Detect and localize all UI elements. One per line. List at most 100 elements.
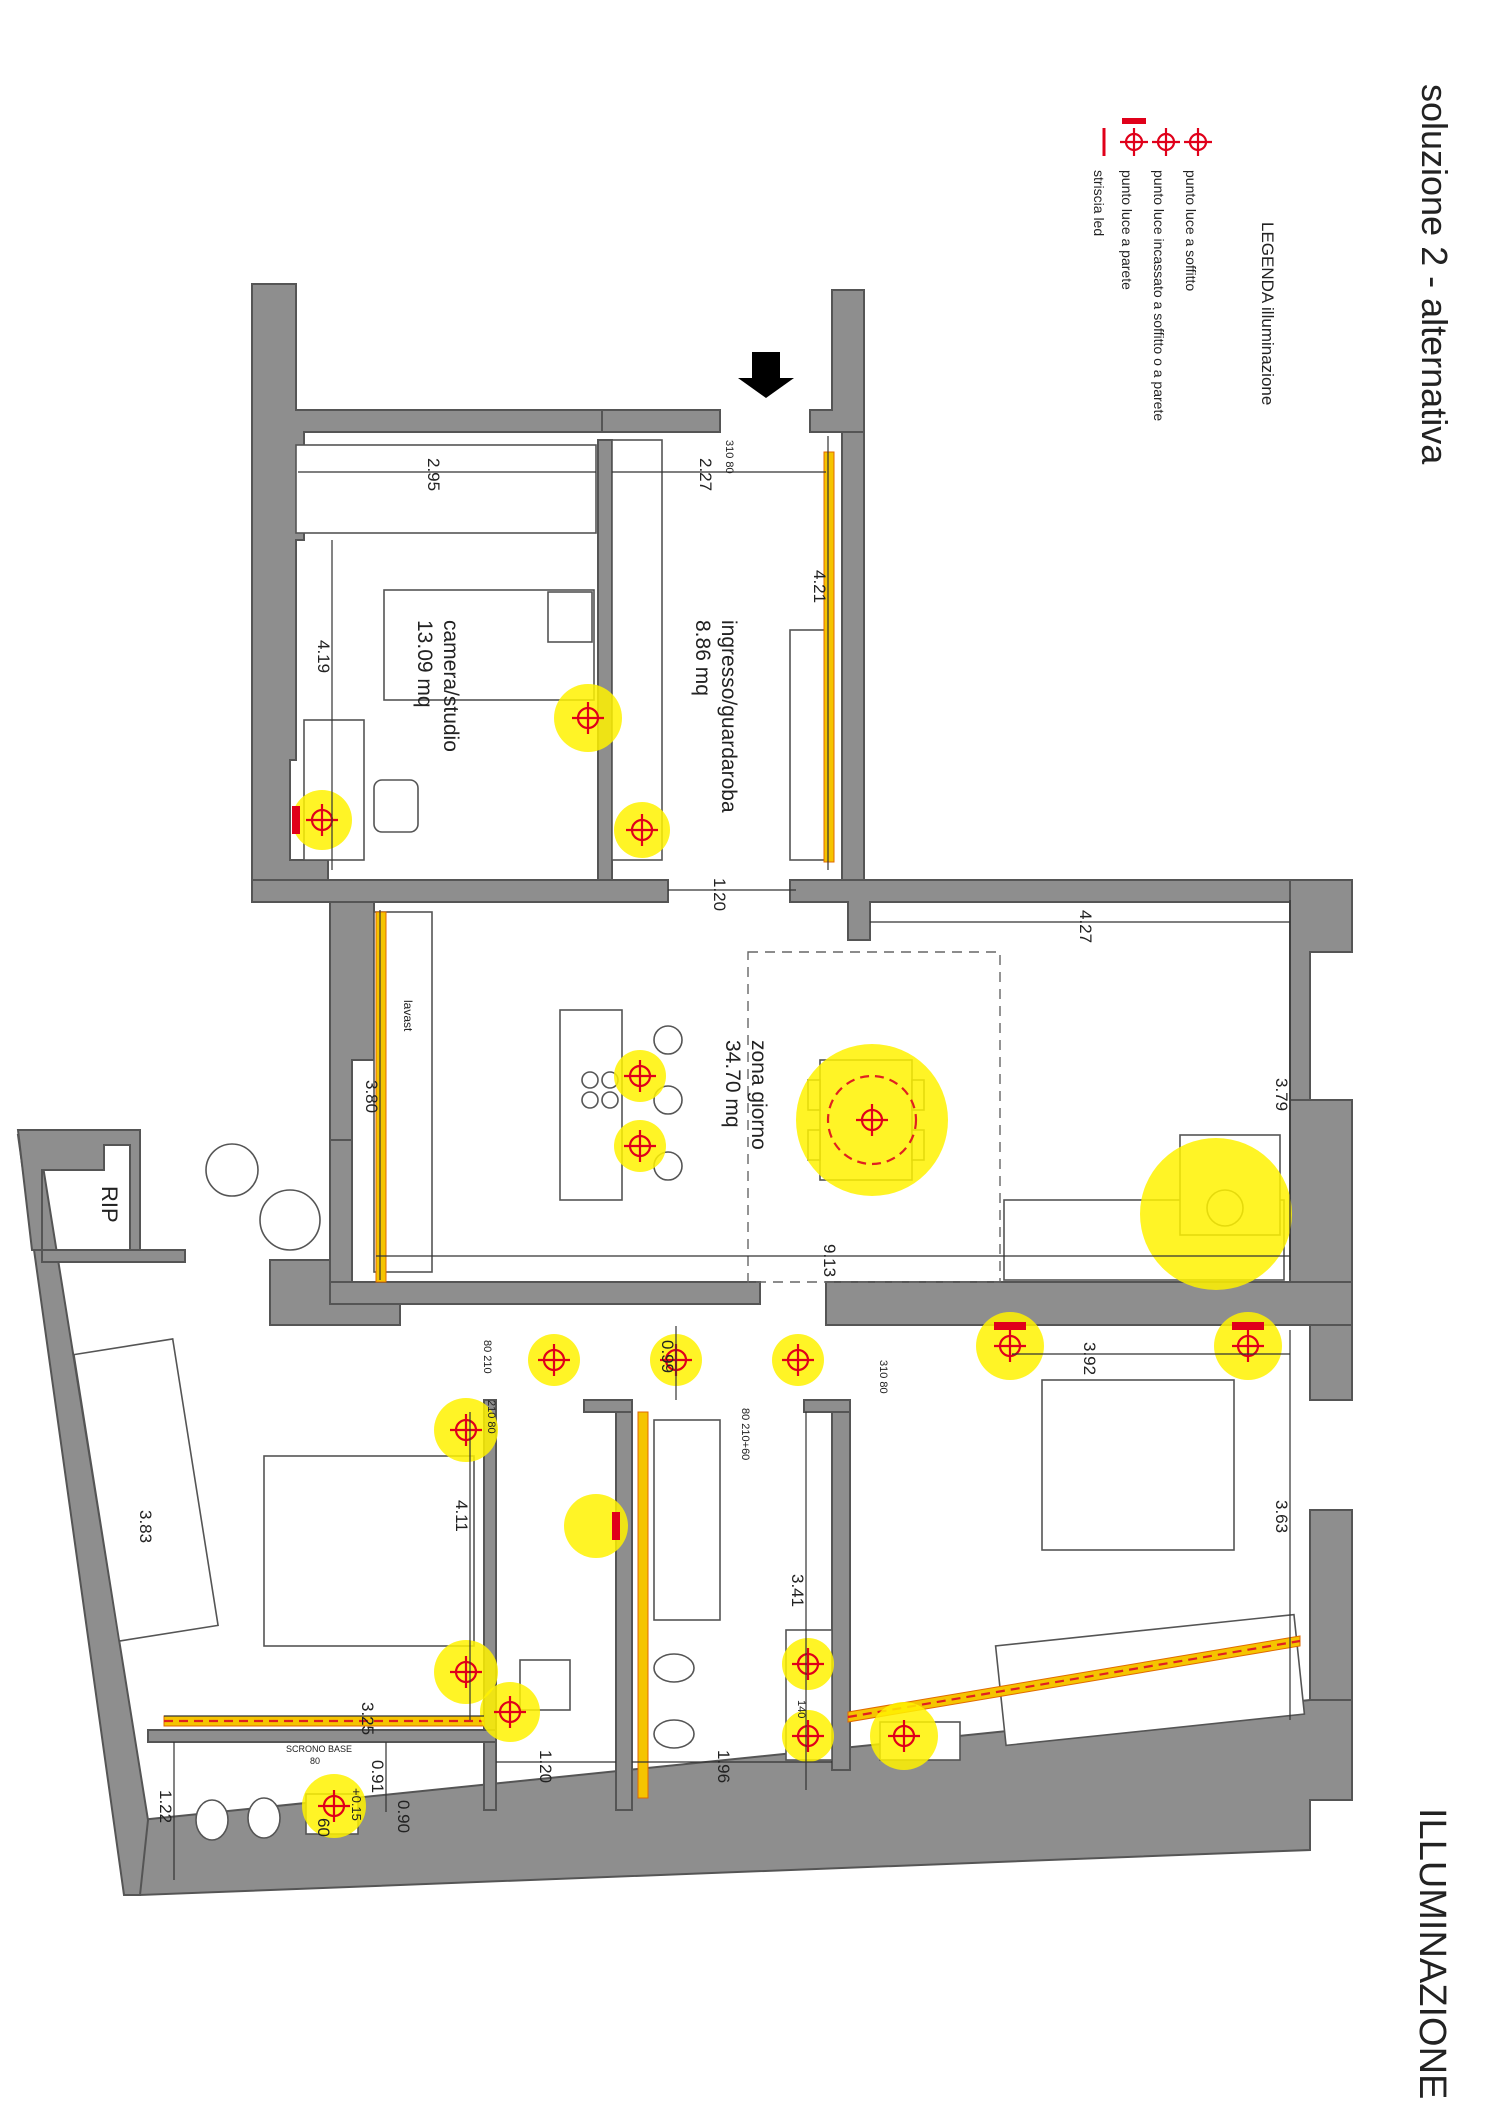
dim-label: 4.21 — [810, 570, 829, 603]
wall-rip — [16, 1129, 141, 1251]
labels: ingresso/guardaroba 8.86 mq camera/studi… — [97, 440, 1291, 1837]
wall-bedroom-right-2 — [1309, 1509, 1353, 1731]
wall-bottom-slanted — [139, 1699, 1353, 1897]
dim-label: 9.13 — [820, 1244, 839, 1277]
dim-label: 3.83 — [136, 1510, 155, 1543]
annotation-door: 80 210 — [481, 1340, 493, 1374]
dim-label: 0.90 — [394, 1800, 413, 1833]
dim-label: 3.80 — [362, 1080, 381, 1113]
light-point — [614, 802, 670, 858]
dim-label: 3.92 — [1080, 1342, 1099, 1375]
wall-interior-2 — [615, 1399, 633, 1811]
dim-label: 1.20 — [710, 878, 729, 911]
entrance-arrow-icon — [738, 352, 794, 398]
wall-mid-upper-right — [789, 879, 1353, 941]
shower — [653, 1419, 721, 1621]
light-point — [1214, 1312, 1282, 1380]
room-label-rip: RIP — [97, 1186, 122, 1223]
annotation-sink: 140 — [795, 1700, 807, 1718]
wall-interior-h1 — [147, 1729, 497, 1743]
wall-interior-h3 — [803, 1399, 851, 1413]
dim-label: +0.15 — [349, 1788, 364, 1821]
light-point — [782, 1710, 834, 1762]
legend-title: LEGENDA illuminazione — [1258, 222, 1277, 405]
light-point — [434, 1398, 498, 1462]
dim-label: 3.41 — [788, 1574, 807, 1607]
bidet-small-bath — [247, 1797, 281, 1839]
toilet-small-bath — [195, 1799, 229, 1841]
balcony-table — [205, 1143, 259, 1197]
wall-interior-1 — [483, 1399, 497, 1811]
pillow-camera — [547, 591, 593, 643]
zone-outline — [747, 951, 1001, 1283]
toilet — [653, 1719, 695, 1749]
dim-label: 0.91 — [368, 1760, 387, 1793]
light-point — [302, 1774, 366, 1838]
wall-right-pillar — [1289, 1099, 1353, 1291]
wall-left-lower — [329, 1139, 353, 1291]
annotation-lavast: lavast — [401, 1000, 415, 1032]
wardrobe-camera — [295, 444, 597, 534]
legend-item-label: punto luce incassato a soffitto o a pare… — [1151, 170, 1167, 421]
led-strip-kitchen — [375, 911, 387, 1283]
annotation-door: 310 80 — [723, 440, 735, 474]
wall-entrance-top — [601, 409, 721, 433]
dimension-lines — [164, 436, 1291, 1880]
chair-camera — [373, 779, 419, 833]
dim-label: 1.96 — [714, 1750, 733, 1783]
wall-camera-ingresso — [597, 439, 613, 881]
light-point — [434, 1640, 498, 1704]
annotation-door: 80 210+60 — [739, 1408, 751, 1460]
room-label-zona-giorno: zona giorno — [747, 1040, 770, 1150]
recessed-light-icon — [1152, 128, 1180, 156]
dim-label: 4.19 — [314, 640, 333, 673]
dim-label: 2.27 — [696, 458, 715, 491]
bidet — [653, 1653, 695, 1683]
light-point — [870, 1702, 938, 1770]
wall-camera-outer — [251, 283, 603, 881]
page-title: soluzione 2 - alternativa — [1414, 84, 1455, 465]
light-point-dining — [796, 1044, 948, 1196]
light-point — [528, 1334, 580, 1386]
dim-label: 4.11 — [452, 1500, 471, 1532]
wall-entrance-right — [809, 289, 865, 433]
legend: LEGENDA illuminazione punto luce a soffi… — [1091, 118, 1277, 421]
light-point — [772, 1334, 824, 1386]
dim-label: 0.99 — [658, 1340, 677, 1373]
hob-burner — [601, 1091, 619, 1109]
light-point — [564, 1494, 628, 1558]
wall-interior-3 — [831, 1399, 851, 1771]
led-strip-bath — [637, 1411, 649, 1799]
annotation-scrono: SCRONO BASE — [286, 1744, 352, 1754]
dim-label: 60 — [314, 1818, 333, 1837]
room-label-ingresso: ingresso/guardaroba — [717, 620, 740, 813]
legend-item-label: punto luce a parete — [1119, 170, 1135, 290]
dim-label: 1.20 — [536, 1750, 555, 1783]
light-point — [480, 1682, 540, 1742]
balcony-chair — [259, 1189, 321, 1251]
light-point — [614, 1120, 666, 1172]
bed-left — [263, 1455, 475, 1647]
room-label-camera: camera/studio — [439, 620, 462, 752]
wall-bedroom-right — [1309, 1324, 1353, 1401]
light-point — [614, 1050, 666, 1102]
led-strips — [163, 451, 1301, 1799]
bed-right — [1041, 1379, 1235, 1551]
dim-label: 2.95 — [424, 458, 443, 491]
walls — [16, 283, 1353, 1897]
room-area-ingresso: 8.86 mq — [691, 620, 714, 696]
legend-item-label: striscia led — [1091, 170, 1107, 236]
annotation-base: 80 — [310, 1756, 320, 1766]
wall-mid-upper — [251, 879, 669, 903]
wall-entrance-right-long — [841, 431, 865, 881]
hob-burner — [581, 1071, 599, 1089]
led-strip-line — [847, 1639, 1301, 1719]
wall-light-icon — [1120, 118, 1148, 156]
room-area-camera: 13.09 mq — [413, 620, 436, 708]
dim-label: 3.25 — [358, 1702, 377, 1735]
light-point — [292, 790, 352, 850]
wardrobe-ingresso — [611, 439, 663, 861]
dim-label: 1.22 — [156, 1790, 175, 1823]
wall-rip-bottom — [41, 1249, 186, 1263]
